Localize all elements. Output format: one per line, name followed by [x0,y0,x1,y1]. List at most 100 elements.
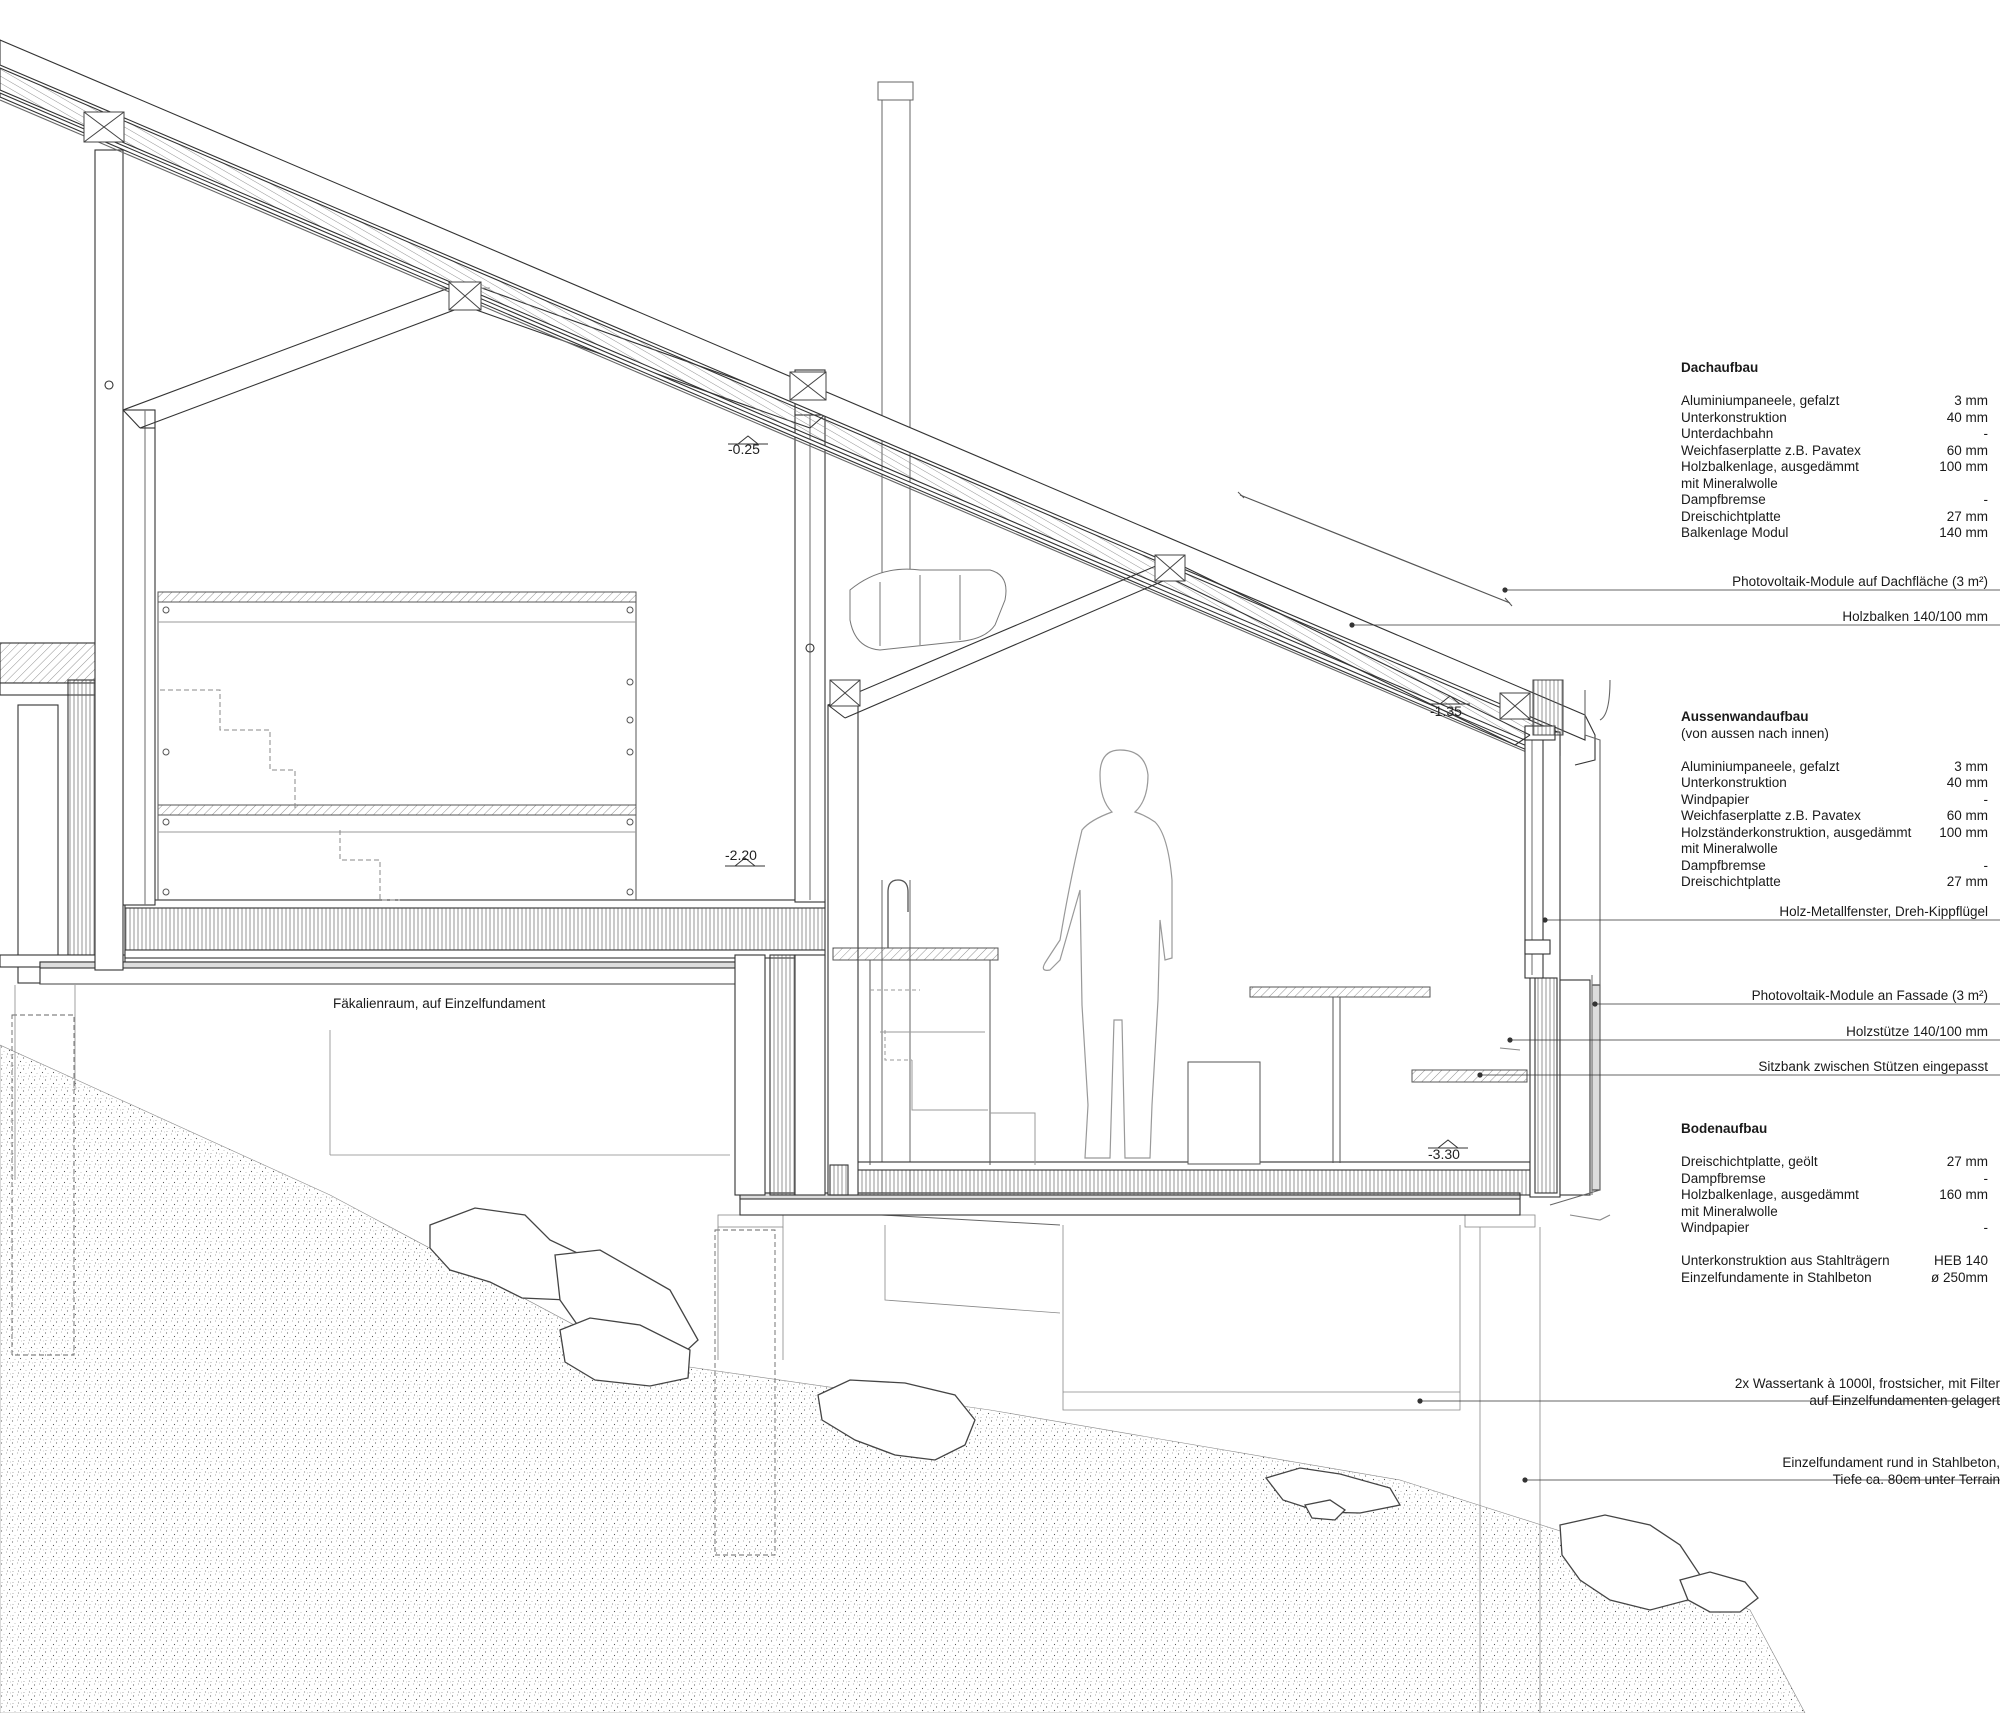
spec-row-label: Unterkonstruktion [1681,409,1787,425]
callout-wassertank: 2x Wassertank à 1000l, frostsicher, mit … [1735,1376,2000,1409]
spec-row-value: 160 mm [1939,1187,1988,1202]
spec-row: Windpapier - [1681,1220,1988,1237]
table-and-stool [1187,986,1431,1165]
foundation-outlines [14,985,1541,1713]
spec-row-value: - [1983,1220,1989,1235]
person-figure [1042,749,1173,1159]
callout-einzelfundament: Einzelfundament rund in Stahlbeton, Tief… [1782,1455,2000,1488]
boulders [429,1207,1759,1613]
spec-row-value: 40 mm [1946,775,1988,790]
spec-row-label: Weichfaserplatte z.B. Pavatex [1681,808,1861,823]
spec-row-label: Holzbalkenlage, ausgedämmt [1681,459,1859,474]
callout-einzelfundament-line2: Tiefe ca. 80cm unter Terrain [1832,1471,2000,1487]
room-label-faekalienraum: Fäkalienraum, auf Einzelfundament [333,996,546,1011]
spec-row-label: mit Mineralwolle [1681,841,1778,856]
leader-lines [1349,587,2000,1483]
level-label-floor-left: -2.20 [725,847,757,863]
spec-row: Dreischichtplatte, geölt 27 mm [1681,1154,1988,1171]
spec-row-value: - [1983,492,1989,507]
spec-row: Holzbalkenlage, ausgedämmt 160 mm [1681,1187,1988,1204]
spec-row-value: - [1983,857,1989,873]
spec-row-label: Windpapier [1681,1220,1750,1235]
chimney [877,81,1061,1226]
spec-row-label: Unterkonstruktion aus Stahlträgern [1681,1253,1890,1268]
spec-row-label: Balkenlage Modul [1681,525,1789,540]
backpack-sketch [849,568,1007,651]
spec-row: mit Mineralwolle [1681,476,1988,493]
spec-row-label: Unterkonstruktion [1681,775,1787,790]
spec-row: Dreischichtplatte 27 mm [1681,874,1988,891]
left-bunk [157,591,637,900]
spec-row-value: 60 mm [1946,442,1988,458]
spec-row-value: 60 mm [1946,808,1988,823]
callout-wassertank-line2: auf Einzelfundamenten gelagert [1809,1392,2000,1408]
callout-holzstuetze: Holzstütze 140/100 mm [1846,1024,1988,1039]
spec-row-value: 3 mm [1954,758,1988,774]
spec-row-label: Dampfbremse [1681,492,1766,507]
spec-row-label: Holzständerkonstruktion, ausgedämmt [1681,824,1912,840]
callout-holzbalken: Holzbalken 140/100 mm [1842,609,1988,624]
roof-truss-nodes [83,111,827,401]
callout-fenster: Holz-Metallfenster, Dreh-Kippflügel [1779,904,1988,919]
spec-row-label: Dreischichtplatte [1681,508,1781,524]
spec-row: Unterkonstruktion aus Stahlträgern HEB 14… [1681,1253,1988,1270]
left-building [0,409,826,985]
spec-row: Dampfbremse - [1681,1171,1988,1188]
spec-dachaufbau-title: Dachaufbau [1681,360,1759,375]
spec-row: Unterdachbahn - [1681,426,1988,443]
spec-row-value: 3 mm [1954,393,1988,408]
callout-einzelfundament-line1: Einzelfundament rund in Stahlbeton, [1782,1455,2000,1470]
spec-row-label: Windpapier [1681,791,1750,807]
spec-row: mit Mineralwolle [1681,841,1988,858]
spec-row-label: Aluminiumpaneele, gefalzt [1681,758,1840,774]
spec-row-label: Dreischichtplatte [1681,874,1781,889]
level-label-floor-right: -3.30 [1428,1146,1460,1162]
spec-row-label: Weichfaserplatte z.B. Pavatex [1681,442,1861,458]
spec-row-value: 27 mm [1946,1154,1988,1169]
spec-row-value: 27 mm [1946,508,1988,524]
spec-row-label: Dampfbremse [1681,1170,1766,1186]
spec-row: Weichfaserplatte z.B. Pavatex 60 mm [1681,443,1988,460]
level-label-upper-left: -0.25 [728,441,760,457]
spec-row-value: - [1983,1170,1989,1186]
level-markers [725,435,1470,1149]
spec-row-value: HEB 140 [1933,1253,1988,1268]
spec-row: Weichfaserplatte z.B. Pavatex 60 mm [1681,808,1988,825]
spec-row-value: 27 mm [1946,874,1988,889]
spec-row: Aluminiumpaneele, gefalzt 3 mm [1681,759,1988,776]
spec-row: Dampfbremse - [1681,492,1988,509]
spec-row-label: mit Mineralwolle [1681,1203,1778,1219]
spec-row: Dampfbremse - [1681,858,1988,875]
spec-row-label: Unterdachbahn [1681,426,1774,441]
spec-row: Unterkonstruktion 40 mm [1681,410,1988,427]
spec-row-value: - [1983,791,1989,807]
spec-row: Holzbalkenlage, ausgedämmt 100 mm [1681,459,1988,476]
bench [1411,1047,1528,1083]
spec-row-label: Dreischichtplatte, geölt [1681,1154,1818,1169]
spec-aussenwandaufbau-subtitle: (von aussen nach innen) [1681,725,1829,741]
spec-row-value: ø 250mm [1930,1269,1988,1285]
spec-row-label: mit Mineralwolle [1681,475,1778,491]
callout-sitzbank: Sitzbank zwischen Stützen eingepasst [1758,1059,1988,1074]
spec-row-value: 40 mm [1946,409,1988,425]
spec-row-value: 100 mm [1939,459,1988,474]
spec-row-label: Dampfbremse [1681,857,1766,873]
spec-row-label: Holzbalkenlage, ausgedämmt [1681,1187,1859,1202]
callout-pv-fassade: Photovoltaik-Module an Fassade (3 m²) [1751,988,1988,1003]
spec-bodenaufbau: Bodenaufbau Dreischichtplatte, geölt 27 m… [1681,1121,1988,1286]
spec-aussenwandaufbau: Aussenwandaufbau (von aussen nach innen)… [1681,709,1988,891]
left-dashed-stair [160,689,400,901]
foundations [11,1014,776,1556]
spec-row: mit Mineralwolle [1681,1204,1988,1221]
right-truss-nodes [829,554,1564,736]
spec-row: Aluminiumpaneele, gefalzt 3 mm [1681,393,1988,410]
spec-row-label: Aluminiumpaneele, gefalzt [1681,393,1840,408]
spec-row-value: - [1983,426,1989,441]
callout-wassertank-line1: 2x Wassertank à 1000l, frostsicher, mit … [1734,1376,2000,1391]
spec-bodenaufbau-title: Bodenaufbau [1681,1121,1768,1136]
spec-dachaufbau: Dachaufbau Aluminiumpaneele, gefalzt 3 mm… [1681,360,1988,542]
